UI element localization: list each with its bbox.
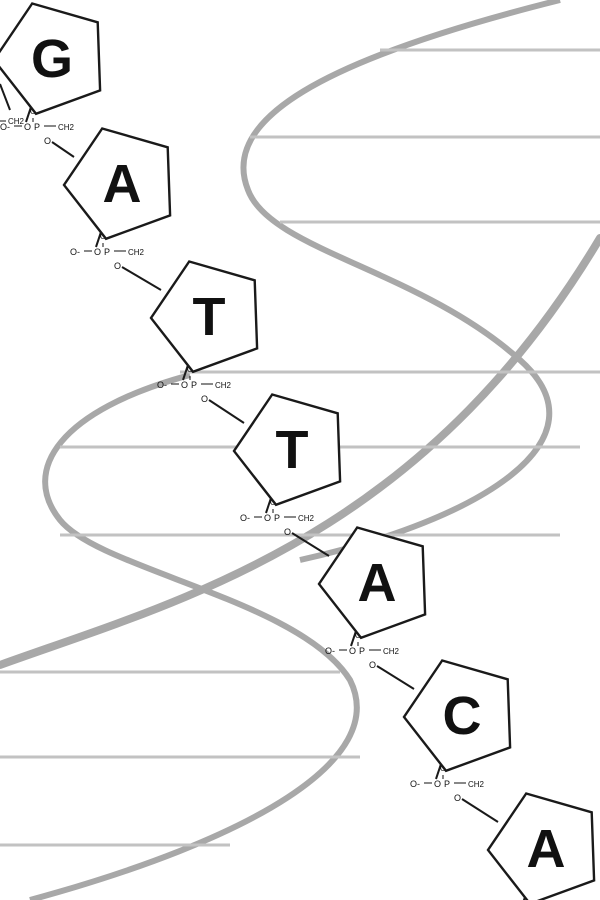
- base-letter: T: [276, 420, 309, 480]
- phosphate-o: O: [434, 779, 441, 789]
- phosphodiester-bond: [376, 665, 415, 690]
- phosphate-o: O: [349, 646, 356, 656]
- base-letter: G: [31, 29, 73, 89]
- phosphodiester-bond: [51, 141, 75, 158]
- helix-strand-back-lower: [29, 372, 360, 900]
- base-letter: T: [193, 287, 226, 347]
- phosphodiester-bond: [121, 266, 162, 291]
- base-letter: A: [527, 819, 566, 879]
- phosphate-ch2: CH2: [128, 248, 145, 257]
- base-letter: A: [103, 154, 142, 214]
- phosphate-o-bottom: O: [44, 136, 51, 146]
- nucleotide-c: C: [402, 659, 512, 773]
- phosphate-ch2: CH2: [298, 514, 315, 523]
- phosphate-o-bottom: O: [454, 793, 461, 803]
- phosphate-p: P: [444, 779, 450, 789]
- phosphate-ch2: CH2: [8, 117, 25, 126]
- phosphate-ch2: CH2: [383, 647, 400, 656]
- base-pentagon: [149, 260, 259, 374]
- phosphate-o-minus: O-: [157, 380, 167, 390]
- phosphate-o: O: [181, 380, 188, 390]
- phosphate-p: P: [104, 247, 110, 257]
- base-pentagon: [402, 659, 512, 773]
- base-pentagon: [486, 792, 596, 900]
- base-letter: A: [358, 553, 397, 613]
- nucleotide-a: A: [486, 792, 596, 900]
- base-letter: C: [443, 686, 482, 746]
- nucleotide-g: G: [0, 2, 102, 116]
- phosphate-o: O: [264, 513, 271, 523]
- phosphate-o: O: [94, 247, 101, 257]
- base-pair-rungs: [0, 48, 600, 847]
- phosphodiester-bond: [208, 399, 245, 424]
- helix-strand-front: [0, 234, 600, 669]
- phosphate-ch2: CH2: [58, 123, 75, 132]
- helix-strand-back-upper: [240, 0, 561, 563]
- phosphate-p: P: [274, 513, 280, 523]
- phosphate-p: P: [191, 380, 197, 390]
- base-pentagon: [62, 127, 172, 241]
- phosphodiester-bond: [291, 532, 330, 557]
- nucleotide-t: T: [232, 393, 342, 507]
- nucleotide-a: A: [317, 526, 427, 640]
- phosphate-o-bottom: O: [369, 660, 376, 670]
- phosphate-p: P: [34, 122, 40, 132]
- phosphate-o-minus: O-: [240, 513, 250, 523]
- base-pentagon: [0, 2, 102, 116]
- nucleotide-a: A: [62, 127, 172, 241]
- phosphate-o: O: [24, 122, 31, 132]
- phosphate-o-bottom: O: [284, 527, 291, 537]
- phosphate-o-minus: O-: [70, 247, 80, 257]
- base-pentagon: [317, 526, 427, 640]
- phosphate-ch2: CH2: [468, 780, 485, 789]
- phosphate-o-minus: O-: [410, 779, 420, 789]
- nucleotide-t: T: [149, 260, 259, 374]
- base-pentagon: [232, 393, 342, 507]
- phosphate-ch2: CH2: [215, 381, 232, 390]
- phosphate-group: CH2: [0, 117, 25, 126]
- phosphate-o-minus: O-: [0, 122, 10, 132]
- phosphate-o-minus: O-: [325, 646, 335, 656]
- phosphate-o-bottom: O: [114, 261, 121, 271]
- phosphate-p: P: [359, 646, 365, 656]
- phosphodiester-bond: [461, 798, 499, 823]
- phosphate-o-bottom: O: [201, 394, 208, 404]
- sugar-link: [0, 83, 11, 111]
